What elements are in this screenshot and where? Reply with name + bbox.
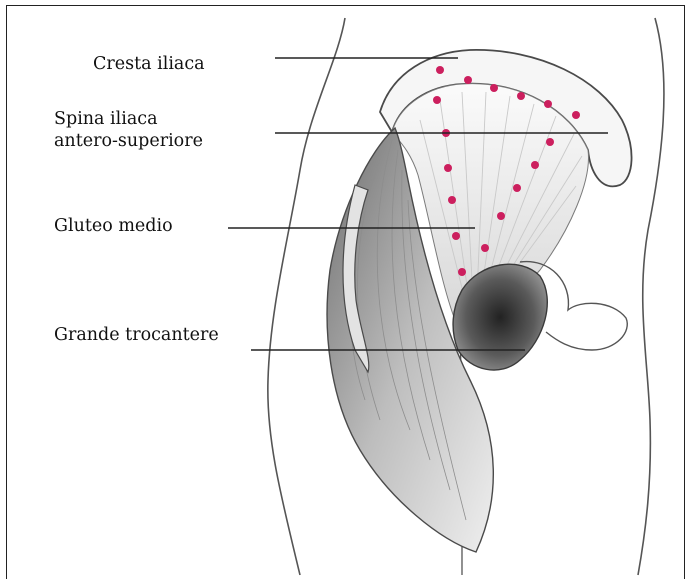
injection-point <box>458 268 466 276</box>
label-spina-iliaca: Spina iliaca antero-superiore <box>54 108 203 152</box>
injection-point <box>531 161 539 169</box>
label-gluteo-medio: Gluteo medio <box>54 215 173 237</box>
label-spina-line2: antero-superiore <box>54 130 203 152</box>
injection-point <box>444 164 452 172</box>
injection-point <box>517 92 525 100</box>
injection-point <box>433 96 441 104</box>
injection-point <box>572 111 580 119</box>
label-grande-trocantere: Grande trocantere <box>54 324 219 346</box>
injection-point <box>490 84 498 92</box>
injection-point <box>481 244 489 252</box>
injection-point <box>436 66 444 74</box>
injection-point <box>513 184 521 192</box>
injection-point <box>452 232 460 240</box>
injection-point <box>544 100 552 108</box>
injection-point <box>497 212 505 220</box>
injection-point <box>546 138 554 146</box>
injection-point <box>448 196 456 204</box>
label-cresta-iliaca: Cresta iliaca <box>93 53 205 75</box>
body-outline-right <box>638 18 664 575</box>
injection-point <box>464 76 472 84</box>
label-spina-line1: Spina iliaca <box>54 108 203 130</box>
